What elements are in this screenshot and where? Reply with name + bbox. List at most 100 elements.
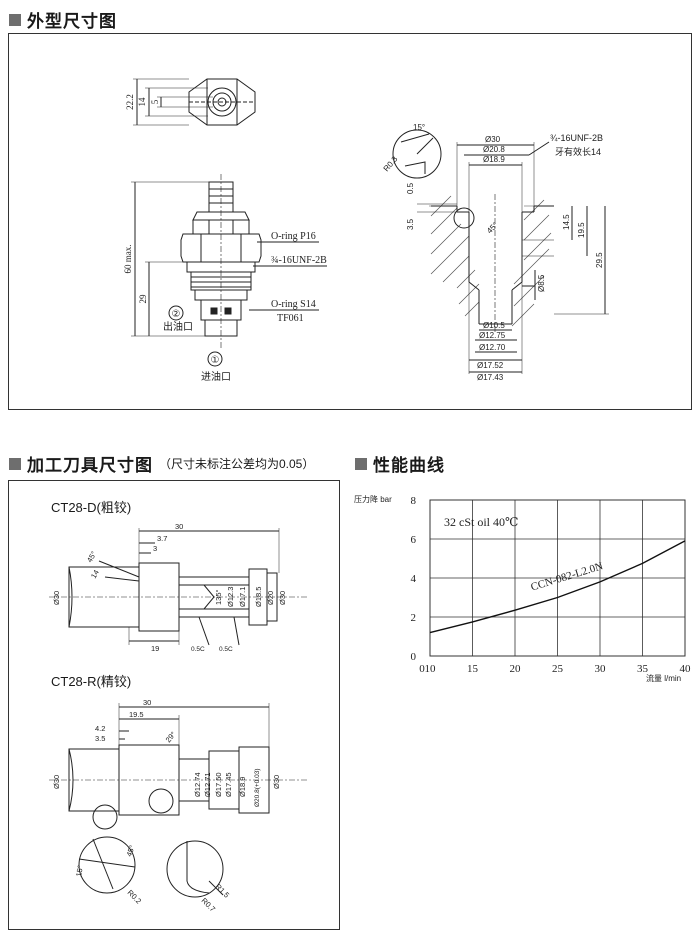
tool-r-r07: R0.7 [200, 896, 218, 914]
tooling-section-title: 加工刀具尺寸图 [27, 456, 153, 475]
cav-d17-43: Ø17.43 [477, 373, 504, 382]
port2-number: ② [172, 309, 181, 320]
label-tf061: TF061 [277, 313, 304, 324]
tool-r-r1-5: R1.5 [214, 882, 232, 900]
outline-section-title: 外型尺寸图 [27, 12, 117, 31]
chart-y-tick: 6 [411, 534, 417, 546]
port1-number: ① [211, 355, 220, 366]
tool-r-r02: R0.2 [126, 888, 144, 906]
tool-r-d12-74: Ø12.74 [193, 772, 202, 797]
tooling-section-note: （尺寸未标注公差均为0.05） [159, 457, 315, 471]
port1-label: 进油口 [201, 370, 231, 383]
chart-x-tick: 35 [637, 663, 649, 675]
performance-section-header: 性能曲线 [355, 451, 445, 476]
tool-r-d17-50: Ø17.50 [214, 772, 223, 797]
tool-r-dim-30: 30 [143, 698, 151, 707]
tool-d-d18-5: Ø18.5 [254, 587, 263, 607]
tooling-panel: CT28-D(粗铰) CT28-R(精铰) [8, 480, 340, 930]
cav-dim-29-5: 29.5 [595, 252, 604, 268]
tool-d-c05b: 0.5C [219, 646, 233, 653]
chart-x-tick: 40 [680, 663, 692, 675]
dim-14: 14 [137, 97, 147, 107]
section-marker [9, 13, 21, 26]
cav-dim-0-5: 0.5 [406, 182, 415, 194]
cav-d12-70: Ø12.70 [479, 343, 506, 352]
cav-d8-5: Ø8.5 [537, 274, 546, 292]
cav-dim-14-5: 14.5 [562, 214, 571, 230]
tool-d-label: CT28-D(粗铰) [51, 500, 132, 515]
label-oring-s14: O-ring S14 [271, 299, 316, 310]
cav-thread-len: 牙有效长14 [555, 146, 601, 157]
cav-angle-15: 15° [413, 123, 425, 132]
tool-d-dim-3: 3 [153, 544, 157, 553]
tool-r-angle-15: 15° [74, 865, 85, 878]
chart-y-tick: 2 [411, 612, 417, 624]
tool-r-d20-8: Ø20.8(+0.03) [254, 769, 261, 807]
cav-d10-5: Ø10.5 [483, 321, 505, 330]
tool-r-dim-3-5: 3.5 [95, 734, 105, 743]
dim-60-max: 60 max. [123, 245, 133, 274]
chart-x-tick: 0 [419, 663, 425, 675]
tool-d-d12-3: Ø12.3 [226, 587, 235, 607]
tool-r-d30-left: Ø30 [52, 775, 61, 789]
label-thread: ¾-16UNF-2B [271, 255, 327, 266]
tooling-drawing: 30 3.7 3 45° 14 Ø30 135° Ø12.3 Ø17.1 Ø18… [49, 522, 309, 914]
tool-r-angle-45: 45° [124, 844, 136, 858]
tool-d-c05a: 0.5C [191, 646, 205, 653]
cav-d12-75: Ø12.75 [479, 331, 506, 340]
tool-d-d20: Ø20 [266, 591, 275, 605]
chart-y-tick: 8 [411, 495, 417, 507]
cav-dim-19-5: 19.5 [577, 222, 586, 238]
port2-label: 出油口 [163, 320, 193, 333]
cav-dim-3-5: 3.5 [406, 218, 415, 230]
tool-r-d18-9: Ø18.9 [238, 777, 247, 797]
label-oring-p16: O-ring P16 [271, 231, 316, 242]
tool-r-angle-29: 29° [164, 730, 178, 744]
cav-thread: ¾-16UNF-2B [550, 133, 603, 143]
chart-series-label: CCN-082-L2.0N [529, 560, 604, 593]
section-marker [9, 457, 21, 470]
chart-x-tick: 20 [510, 663, 522, 675]
tooling-section-header: 加工刀具尺寸图 （尺寸未标注公差均为0.05） [9, 451, 314, 476]
dim-22-2: 22.2 [125, 94, 135, 110]
cav-r03: R0.3 [382, 154, 400, 173]
tool-r-d12-71: Ø12.71 [203, 772, 212, 797]
tool-r-dim-4-2: 4.2 [95, 724, 105, 733]
outline-panel: 22.2 14 5 60 max. 29 O-ring P16 ¾-16UNF-… [8, 33, 692, 410]
chart-x-label: 流量 l/min [646, 673, 681, 683]
cav-d18-9: Ø18.9 [483, 155, 505, 164]
section-marker [355, 457, 367, 470]
chart-x-tick: 15 [467, 663, 479, 675]
outline-section-header: 外型尺寸图 [9, 7, 117, 32]
tool-d-dim-3-7: 3.7 [157, 534, 167, 543]
chart-x-tick: 30 [595, 663, 607, 675]
tool-d-angle-135: 135° [214, 589, 223, 605]
outline-drawing: 22.2 14 5 60 max. 29 O-ring P16 ¾-16UNF-… [123, 78, 609, 383]
tool-d-dim-14: 14 [89, 568, 101, 580]
tool-r-dim-19-5: 19.5 [129, 710, 144, 719]
dim-29: 29 [138, 294, 148, 304]
tool-d-dim-30: 30 [175, 522, 183, 531]
tool-r-d30-right: Ø30 [272, 775, 281, 789]
tool-r-d17-45: Ø17.45 [224, 772, 233, 797]
performance-section-title: 性能曲线 [373, 456, 445, 475]
cav-d30: Ø30 [485, 135, 501, 144]
chart-y-tick: 4 [411, 573, 417, 585]
tool-d-angle-45: 45° [85, 550, 98, 564]
tool-d-d17-1: Ø17.1 [238, 587, 247, 607]
tool-d-dim-19: 19 [151, 644, 159, 653]
chart-series-line [429, 540, 686, 634]
tool-r-label: CT28-R(精铰) [51, 674, 132, 689]
cav-d17-52: Ø17.52 [477, 361, 504, 370]
chart-annotation: 32 cSt oil 40℃ [444, 515, 518, 529]
tool-d-d30-left: Ø30 [52, 591, 61, 605]
tool-d-d30-right: Ø30 [278, 591, 287, 605]
chart-x-tick: 10 [425, 663, 437, 675]
dim-5: 5 [150, 99, 160, 104]
chart-y-tick: 0 [411, 651, 417, 663]
chart-x-tick: 25 [552, 663, 564, 675]
cav-angle-45: 45° [485, 220, 500, 235]
chart-y-label: 压力降 bar [354, 494, 392, 504]
